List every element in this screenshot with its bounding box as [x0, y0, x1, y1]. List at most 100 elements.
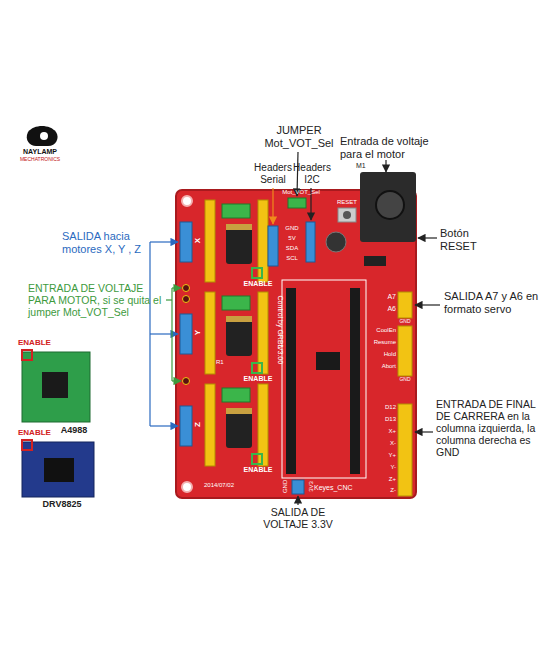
- axis-label: Z: [193, 418, 202, 432]
- bracket-line: [166, 299, 172, 300]
- leader-line: [415, 304, 440, 305]
- pin-label: 3V3: [308, 474, 315, 498]
- callout-label: Headers Serial: [250, 162, 296, 185]
- mounting-hole: [182, 482, 192, 492]
- arduino-header: [350, 288, 360, 474]
- bracket-line: [171, 288, 172, 381]
- driver-header: [205, 200, 215, 282]
- leader-line: [150, 241, 178, 242]
- voltage-pin: [183, 296, 190, 303]
- leader-line: [418, 237, 437, 238]
- capacitor: [226, 316, 252, 322]
- pin-label: Hold: [364, 351, 396, 358]
- axis-label: X: [193, 234, 202, 248]
- driver-chip: [42, 372, 68, 398]
- callout-label: SALIDA A7 y A6 en formato servo: [444, 290, 544, 315]
- i2c-header: [306, 222, 315, 262]
- driver-header: [205, 292, 215, 374]
- control-header: [398, 326, 412, 376]
- enable-label: ENABLE: [234, 375, 282, 383]
- callout-label: ENTRADA DE FINAL DE CARRERA en la column…: [436, 398, 546, 458]
- mounting-hole: [182, 196, 192, 206]
- driver-chip: [44, 458, 74, 482]
- arduino-header: [286, 288, 296, 474]
- callout-label: Botón RESET: [440, 227, 492, 252]
- serial-header: [268, 226, 278, 266]
- capacitor: [226, 316, 252, 356]
- pin-label: X-: [372, 440, 396, 447]
- pin-label: Y+: [372, 452, 396, 459]
- pin-label: Z-: [372, 487, 396, 494]
- diode: [364, 256, 386, 266]
- pin-label: Abort: [364, 363, 396, 370]
- pin-label: CoolEn: [364, 327, 396, 334]
- silkscreen-label: Keyes_CNC: [314, 484, 364, 492]
- arduino-outline: [282, 280, 366, 478]
- callout-label: Entrada de voltaje para el motor: [340, 135, 452, 160]
- reset-button: [343, 211, 351, 219]
- pin-label: SCL: [280, 255, 304, 262]
- reset-button: [338, 208, 356, 222]
- driver-header: [258, 292, 268, 374]
- pin-label: 5V: [280, 235, 304, 242]
- callout-label: SALIDA hacia motores X, Y , Z: [62, 230, 148, 255]
- pin-label: GND: [394, 377, 416, 383]
- part-name: DRV8825: [24, 499, 100, 509]
- endstop-header: [398, 404, 412, 496]
- voltage-connector: [292, 480, 304, 494]
- servo-header: [398, 292, 412, 318]
- pin-label: SDA: [280, 245, 304, 252]
- callout-label: JUMPER Mot_VOT_Sel: [262, 124, 336, 149]
- callout-label: Headers I2C: [290, 162, 334, 185]
- enable-marker: [252, 363, 262, 373]
- leader-line: [172, 380, 181, 381]
- silkscreen-label: M1: [356, 162, 376, 170]
- microstep-jumper: [222, 296, 250, 310]
- capacitor: [226, 224, 252, 264]
- regulator-chip: [316, 352, 340, 370]
- power-jack: [376, 191, 404, 219]
- enable-marker: [252, 454, 262, 464]
- microstep-jumper: [222, 388, 250, 402]
- pin-label: A6: [376, 305, 396, 313]
- capacitor: [226, 408, 252, 414]
- capacitor: [226, 408, 252, 448]
- pin-label: Z+: [372, 476, 396, 483]
- enable-label: ENABLE: [234, 280, 282, 288]
- leader-line: [150, 425, 178, 426]
- driver-header: [205, 384, 215, 466]
- logo-mark: [27, 126, 58, 146]
- logo-text: NAYLAMP: [14, 148, 66, 156]
- callout-label: ENTRADA DE VOLTAJE PARA MOTOR, si se qui…: [28, 282, 166, 318]
- silkscreen-label: Mot_VOT_Sel: [276, 189, 326, 196]
- silkscreen-label: 2014/07/02: [204, 482, 254, 489]
- a4988-module: [22, 352, 90, 422]
- enable-label: ENABLE: [18, 338, 58, 347]
- axis-label: Y: [193, 326, 202, 340]
- capacitor: [326, 232, 346, 252]
- enable-label: ENABLE: [234, 466, 282, 474]
- logo-mark: [40, 132, 48, 140]
- leader-line: [415, 431, 433, 432]
- pin-label: GND: [394, 319, 416, 325]
- motor-connector: [180, 222, 192, 262]
- enable-marker: [252, 268, 262, 278]
- motor-connector: [180, 314, 192, 354]
- pin-label: GND: [282, 474, 289, 498]
- pin-label: D13: [372, 416, 396, 423]
- part-name: A4988: [52, 425, 96, 435]
- leader-line: [150, 333, 178, 334]
- mot-vot-jumper: [288, 198, 306, 208]
- pin-label: Resume: [364, 339, 396, 346]
- voltage-pin: [183, 378, 190, 385]
- voltage-pin: [183, 285, 190, 292]
- leader-line: [272, 188, 273, 224]
- logo-text: MECHATRONICS: [10, 157, 70, 163]
- silkscreen-label: V3.00: [276, 335, 284, 375]
- pin-label: X+: [372, 428, 396, 435]
- power-jack: [360, 172, 416, 242]
- pin-label: Y-: [372, 464, 396, 471]
- leader-line: [297, 496, 298, 505]
